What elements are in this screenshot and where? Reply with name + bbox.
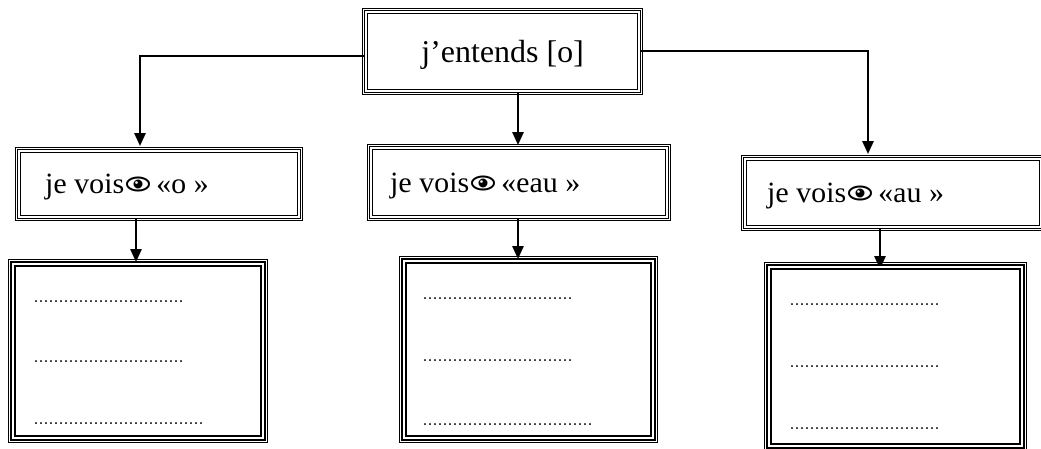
- branch-box-o: je vois «o »: [15, 147, 303, 221]
- answer-line-3: ..................................: [423, 412, 593, 429]
- answer-line-1: ..............................: [423, 286, 573, 303]
- branch-prefix: je vois: [390, 165, 470, 199]
- arrow-head-right: [862, 141, 874, 154]
- answer-box-o: .............................. .........…: [8, 259, 268, 443]
- eye-icon: [848, 185, 873, 201]
- arrow-head-center: [512, 132, 524, 145]
- eye-icon: [471, 175, 496, 190]
- connector-root-center-vertical: [517, 92, 519, 134]
- connector-root-left-horizontal: [139, 55, 365, 57]
- branch-prefix: je vois: [767, 176, 847, 209]
- answer-box-eau: .............................. .........…: [399, 256, 658, 443]
- answer-line-3: ..................................: [34, 411, 204, 428]
- connector-root-right-vertical: [867, 50, 869, 142]
- root-label: j’entends [o]: [421, 33, 584, 69]
- connector-branch-1-answer: [135, 218, 137, 251]
- arrow-head-left: [134, 133, 146, 146]
- eye-icon: [126, 176, 151, 192]
- branch-prefix: je vois: [45, 167, 125, 200]
- arrow-head-answer-1: [130, 249, 142, 262]
- answer-line-1: ..............................: [790, 292, 940, 309]
- branch-grapheme: «o »: [156, 167, 209, 200]
- connector-root-right-horizontal: [640, 50, 869, 52]
- root-box: j’entends [o]: [362, 8, 643, 95]
- branch-box-au: je vois «au »: [741, 155, 1041, 231]
- answer-line-2: ..............................: [790, 354, 940, 371]
- branch-grapheme: «au »: [878, 176, 944, 209]
- arrow-head-answer-2: [512, 246, 524, 259]
- branch-box-eau: je vois «eau »: [367, 144, 671, 221]
- answer-box-au: .............................. .........…: [764, 262, 1027, 449]
- answer-line-3: ..............................: [790, 416, 940, 433]
- connector-branch-2-answer: [517, 218, 519, 248]
- connector-root-left-vertical: [139, 55, 141, 135]
- connector-branch-3-answer: [879, 228, 881, 259]
- answer-line-1: ..............................: [34, 289, 184, 306]
- answer-line-2: ..............................: [423, 348, 573, 365]
- answer-line-2: ..............................: [34, 349, 184, 366]
- branch-grapheme: «eau »: [501, 165, 581, 199]
